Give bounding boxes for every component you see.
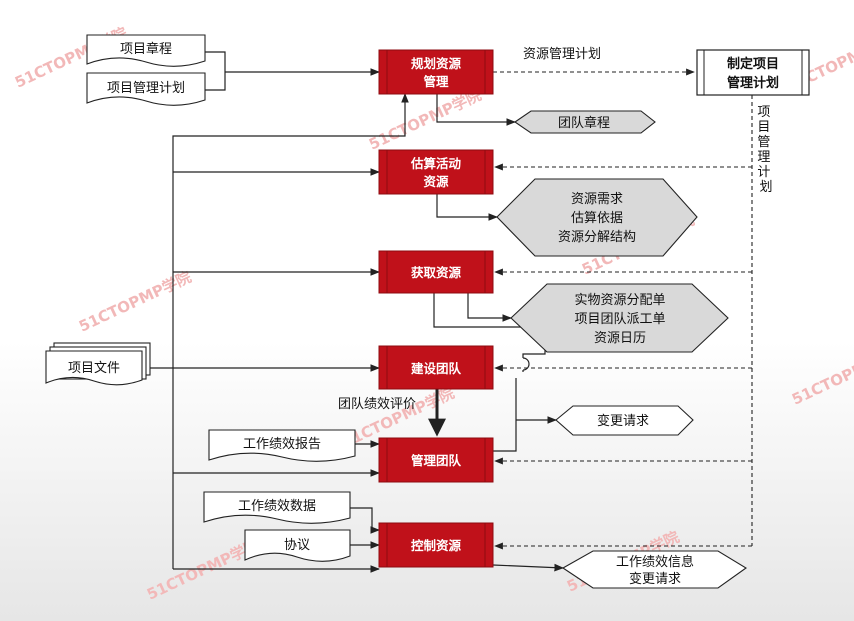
- svg-text:实物资源分配单项目团队派工单资源日历: 实物资源分配单项目团队派工单资源日历: [574, 293, 665, 346]
- pm-plan-vertical-char: 理: [757, 150, 770, 165]
- watermark: 51CTOPMP学院: [76, 268, 194, 336]
- pm-plan-vertical-char: 项: [757, 105, 770, 120]
- pm-plan-vertical-char: 划: [759, 180, 772, 195]
- process-control-label: 控制资源: [411, 538, 462, 553]
- pm-plan-vertical-char: 计: [757, 165, 770, 180]
- watermark: 51CTOPMP学院: [144, 536, 262, 604]
- connector: [436, 94, 516, 126]
- acquire-output-3: 资源日历: [594, 331, 646, 346]
- process-manage-label: 管理团队: [411, 453, 462, 468]
- connector: [350, 507, 380, 534]
- work-perf-data-label: 工作绩效数据: [238, 499, 316, 514]
- process-manage-team: 管理团队: [378, 437, 494, 483]
- project-docs-stack: 项目文件: [45, 342, 151, 386]
- external-develop-pm-plan: 制定项目管理计划: [696, 49, 810, 96]
- process-plan-resource-mgmt: 规划资源管理: [378, 49, 494, 95]
- project-charter-label: 项目章程: [120, 41, 172, 57]
- connectors: [150, 51, 564, 573]
- process-estimate-line1: 估算活动: [410, 156, 462, 171]
- watermark: 51CTOPMP学院: [789, 341, 854, 409]
- process-develop-label: 建设团队: [411, 361, 462, 376]
- output-shapes: 团队章程 资源需求估算依据资源分解结构 实物资源分配单项目团队派工单资源日历 变…: [496, 110, 747, 589]
- connector: [493, 378, 517, 452]
- estimate-output-3: 资源分解结构: [558, 230, 636, 245]
- connector: [205, 51, 226, 72]
- process-acquire-resources: 获取资源: [378, 250, 494, 294]
- svg-text:规划资源管理: 规划资源管理: [411, 56, 462, 89]
- acquire-output-1: 实物资源分配单: [574, 293, 665, 308]
- pm-plan-vertical-label: 项 目 管 理 计 划: [757, 105, 774, 195]
- resource-mgmt-plan-label: 资源管理计划: [523, 47, 601, 62]
- acquire-outputs: 实物资源分配单项目团队派工单资源日历: [510, 283, 729, 353]
- watermark: 51CTOPMP学院: [366, 86, 484, 154]
- connector: [467, 293, 512, 322]
- acquire-output-2: 项目团队派工单: [574, 312, 665, 327]
- process-estimate-line2: 资源: [423, 174, 449, 189]
- team-charter-label: 团队章程: [558, 115, 610, 131]
- estimate-output-1: 资源需求: [571, 192, 623, 207]
- connector: [172, 93, 409, 569]
- process-boxes: 规划资源管理 估算活动资源 获取资源 建设团队 管理团队 控制资源: [378, 49, 494, 568]
- develop-pm-plan-line2: 管理计划: [727, 75, 779, 91]
- pm-plan-vertical-char: 管: [757, 135, 770, 150]
- pm-plan-label: 项目管理计划: [107, 81, 185, 96]
- work-perf-data-doc: 工作绩效数据: [203, 491, 351, 524]
- process-control-resources: 控制资源: [378, 522, 494, 568]
- estimate-outputs: 资源需求估算依据资源分解结构: [496, 178, 698, 257]
- project-docs-label: 项目文件: [68, 361, 120, 376]
- work-perf-reports-doc: 工作绩效报告: [208, 429, 356, 462]
- svg-text:资源需求估算依据资源分解结构: 资源需求估算依据资源分解结构: [558, 192, 636, 245]
- change-request-label: 变更请求: [597, 413, 649, 429]
- process-develop-team: 建设团队: [378, 345, 494, 390]
- svg-text:制定项目管理计划: 制定项目管理计划: [727, 56, 779, 91]
- develop-pm-plan-line1: 制定项目: [727, 56, 779, 72]
- process-acquire-label: 获取资源: [411, 265, 462, 280]
- control-output-1: 工作绩效信息: [616, 554, 694, 570]
- estimate-output-2: 估算依据: [571, 211, 623, 226]
- watermarks: 51CTOPMP学院 51CTOPMP学院 51CTOPMP学院 51CTOPM…: [12, 24, 854, 604]
- process-estimate-activity-resources: 估算活动资源: [378, 149, 494, 195]
- team-charter-output: 团队章程: [514, 110, 656, 134]
- svg-text:估算活动资源: 估算活动资源: [410, 156, 462, 189]
- agreements-doc: 协议: [244, 529, 351, 562]
- dashed-connectors: [493, 68, 753, 550]
- process-plan-line2: 管理: [423, 74, 449, 89]
- change-request-output: 变更请求: [555, 405, 694, 436]
- pm-plan-vertical-char: 目: [757, 120, 770, 135]
- connector: [522, 357, 530, 371]
- project-charter-doc: 项目章程: [86, 34, 206, 67]
- connector: [436, 194, 498, 221]
- work-perf-reports-label: 工作绩效报告: [243, 437, 321, 452]
- process-plan-line1: 规划资源: [411, 56, 462, 71]
- control-output-2: 变更请求: [629, 571, 681, 587]
- svg-text:工作绩效信息变更请求: 工作绩效信息变更请求: [616, 554, 694, 587]
- control-outputs: 工作绩效信息变更请求: [561, 550, 747, 589]
- pm-plan-doc: 项目管理计划: [86, 72, 206, 106]
- connector: [205, 72, 226, 91]
- connector: [492, 563, 564, 572]
- team-perf-assessment-label: 团队绩效评价: [338, 397, 416, 412]
- agreements-label: 协议: [284, 538, 310, 553]
- input-documents: 项目章程 项目管理计划 项目文件 工作绩效报告 工作绩效数据 协议: [45, 34, 356, 562]
